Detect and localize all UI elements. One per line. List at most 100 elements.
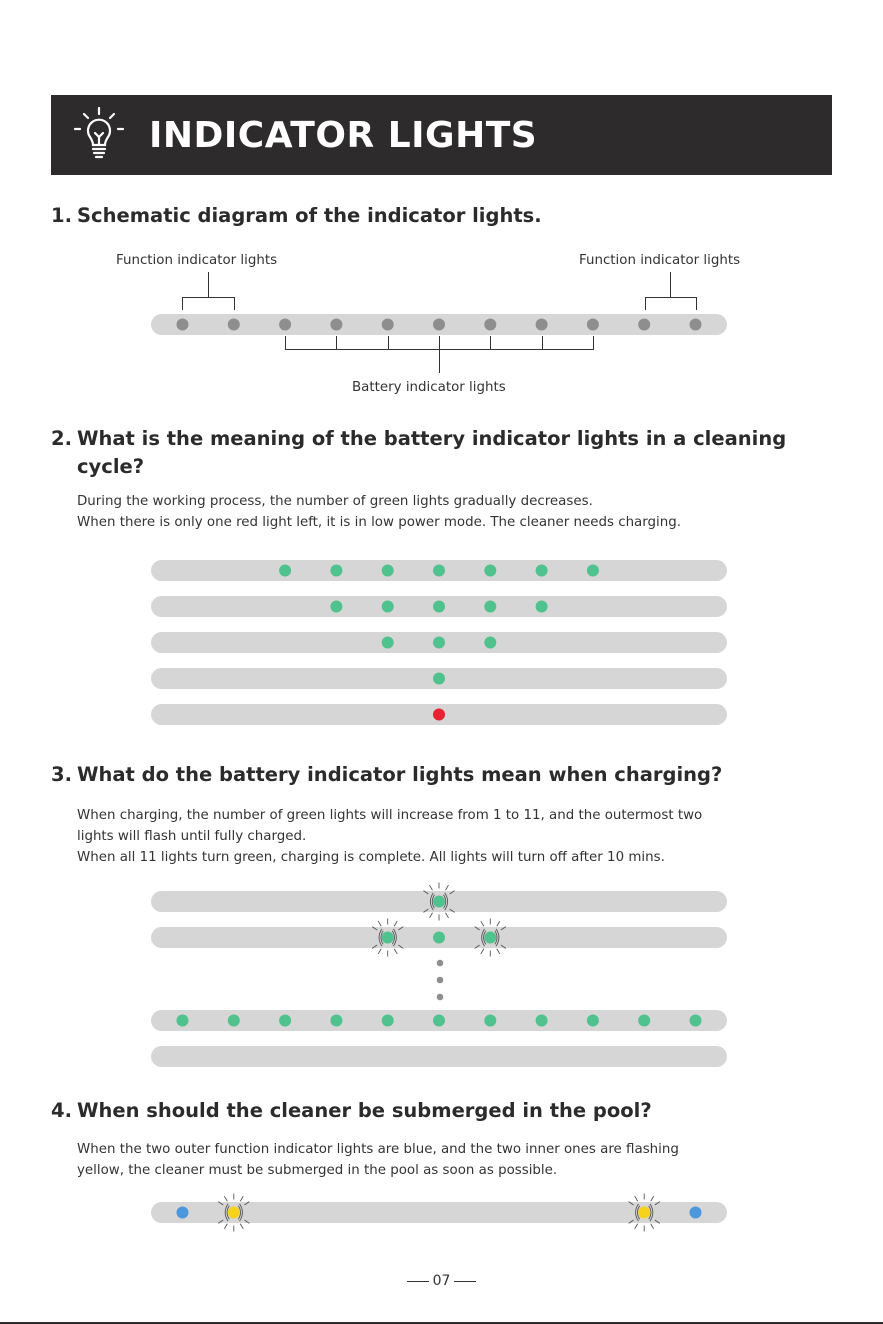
page-number: 07 xyxy=(0,1271,883,1291)
section-4-text-line1: When the two outer function indicator li… xyxy=(77,1142,679,1157)
off-light xyxy=(279,318,292,331)
light-bar xyxy=(151,560,727,581)
section-2-text-line2: When there is only one red light left, i… xyxy=(77,515,681,530)
light-bar xyxy=(151,918,727,957)
section-3-number: 3. xyxy=(51,763,72,786)
light-row xyxy=(176,318,702,331)
green-light xyxy=(484,1014,497,1027)
light-row xyxy=(433,708,445,721)
green-light xyxy=(535,600,548,613)
section-3-text-line3: When all 11 lights turn green, charging … xyxy=(77,850,665,865)
green-light xyxy=(381,636,394,649)
light-row xyxy=(176,1014,702,1027)
green-light xyxy=(227,1014,240,1027)
section-3-text: When charging, the number of green light… xyxy=(77,805,702,868)
off-light xyxy=(586,318,599,331)
off-light xyxy=(381,318,394,331)
off-light xyxy=(433,318,445,331)
page-number-dash xyxy=(454,1280,477,1282)
green-light xyxy=(689,1014,702,1027)
page-number-dash xyxy=(406,1280,429,1282)
off-light xyxy=(176,318,189,331)
green-light xyxy=(586,564,599,577)
green-light xyxy=(433,895,445,908)
ellipsis-dot xyxy=(436,959,444,967)
light-bar xyxy=(151,632,727,653)
light-row xyxy=(151,1046,727,1067)
ellipsis-dot xyxy=(436,993,444,1001)
green-light xyxy=(330,564,343,577)
green-light xyxy=(535,564,548,577)
red-light xyxy=(433,708,445,721)
light-row xyxy=(279,564,599,577)
light-bar xyxy=(151,668,727,689)
page-title: INDICATOR LIGHTS xyxy=(149,115,538,156)
section-1-number: 1. xyxy=(51,204,72,227)
section-2-title-line1: What is the meaning of the battery indic… xyxy=(77,427,787,450)
blue-light xyxy=(689,1206,702,1219)
flash-rays-icon xyxy=(423,882,455,921)
green-light xyxy=(433,672,445,685)
label-function-lights-right: Function indicator lights xyxy=(579,253,741,268)
bracket-function-left xyxy=(182,272,235,310)
ellipsis-dots xyxy=(436,959,444,1001)
section-4-heading: 4.When should the cleaner be submerged i… xyxy=(51,1097,652,1125)
green-light xyxy=(176,1014,189,1027)
section-2-heading: 2.What is the meaning of the battery ind… xyxy=(51,425,841,481)
light-bar xyxy=(151,314,727,335)
section-1-title: Schematic diagram of the indicator light… xyxy=(77,204,542,227)
light-row xyxy=(176,1193,702,1232)
section-4-text: When the two outer function indicator li… xyxy=(77,1139,679,1181)
off-light xyxy=(689,318,702,331)
light-bar xyxy=(151,596,727,617)
label-battery-lights: Battery indicator lights xyxy=(352,380,506,395)
section-3-text-line1: When charging, the number of green light… xyxy=(77,808,703,823)
green-light xyxy=(433,636,445,649)
green-light xyxy=(330,1014,343,1027)
green-light xyxy=(279,1014,292,1027)
bracket-function-right xyxy=(645,272,697,310)
green-light xyxy=(535,1014,548,1027)
light-bar xyxy=(151,704,727,725)
light-row xyxy=(330,600,548,613)
off-light xyxy=(535,318,548,331)
off-light xyxy=(330,318,343,331)
flash-rays-icon xyxy=(628,1193,661,1232)
green-light xyxy=(484,564,497,577)
green-light xyxy=(484,600,497,613)
bracket-battery xyxy=(285,336,594,373)
ellipsis-dot xyxy=(436,976,444,984)
section-4-text-line2: yellow, the cleaner must be submerged in… xyxy=(77,1163,558,1178)
light-bar xyxy=(151,1193,727,1232)
green-light xyxy=(279,564,292,577)
flash-rays-icon xyxy=(474,918,507,957)
label-function-lights-left: Function indicator lights xyxy=(116,253,278,268)
blue-light xyxy=(176,1206,189,1219)
lightbulb-icon xyxy=(73,106,125,159)
header-bar: INDICATOR LIGHTS xyxy=(51,95,832,175)
section-4-title: When should the cleaner be submerged in … xyxy=(77,1099,652,1122)
bottom-rule xyxy=(0,1322,883,1324)
light-bar xyxy=(151,882,727,921)
section-2-title-line2: cycle? xyxy=(77,455,145,478)
flash-rays-icon xyxy=(371,918,404,957)
yellow-light xyxy=(227,1206,240,1219)
green-light xyxy=(433,600,445,613)
light-bar xyxy=(151,1010,727,1031)
green-light xyxy=(381,600,394,613)
flash-rays-icon xyxy=(217,1193,250,1232)
section-2-number: 2. xyxy=(51,427,72,450)
light-bar xyxy=(151,1046,727,1067)
light-row xyxy=(433,672,445,685)
light-row xyxy=(423,882,455,921)
off-light xyxy=(638,318,651,331)
off-light xyxy=(227,318,240,331)
light-row xyxy=(381,636,497,649)
green-light xyxy=(433,931,445,944)
green-light xyxy=(484,636,497,649)
yellow-light xyxy=(638,1206,651,1219)
section-4-number: 4. xyxy=(51,1099,72,1122)
green-light xyxy=(433,1014,445,1027)
green-light xyxy=(638,1014,651,1027)
green-light xyxy=(484,931,497,944)
